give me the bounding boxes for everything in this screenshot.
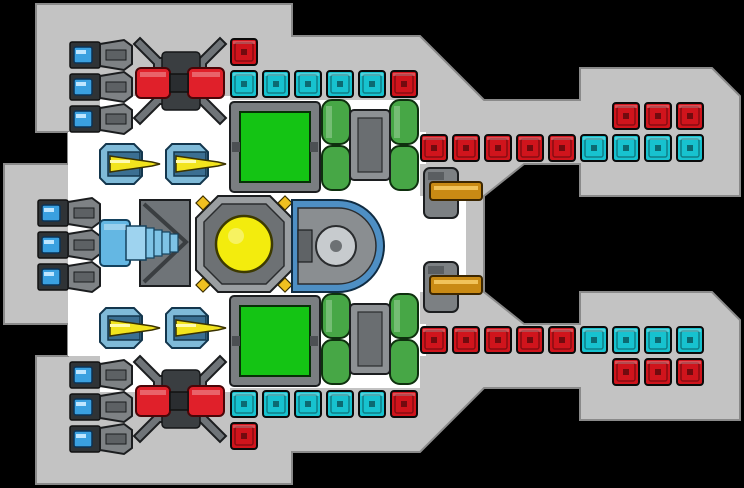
shield-generator[interactable] (291, 199, 385, 293)
red-armor-block[interactable] (644, 102, 672, 130)
red-armor-block[interactable] (230, 422, 258, 450)
red-armor-block[interactable] (484, 134, 512, 162)
fuel-tank[interactable] (321, 99, 419, 191)
red-armor-block[interactable] (676, 358, 704, 386)
cyan-armor-block-group (230, 70, 704, 418)
cyan-armor-block[interactable] (358, 70, 386, 98)
cyan-armor-block[interactable] (580, 326, 608, 354)
engine-group (132, 36, 228, 444)
reactor-core[interactable] (195, 195, 293, 293)
red-armor-block[interactable] (390, 390, 418, 418)
red-armor-block[interactable] (420, 326, 448, 354)
red-armor-block[interactable] (548, 326, 576, 354)
cyan-armor-block[interactable] (230, 70, 258, 98)
red-armor-block[interactable] (516, 134, 544, 162)
turret-icon[interactable] (423, 261, 483, 313)
laser-icon[interactable] (165, 307, 227, 349)
red-armor-block[interactable] (420, 134, 448, 162)
red-armor-block[interactable] (452, 134, 480, 162)
red-armor-block[interactable] (644, 358, 672, 386)
thruster-icon[interactable] (69, 102, 133, 136)
thruster-icon[interactable] (37, 228, 101, 262)
red-armor-block[interactable] (452, 326, 480, 354)
laser-icon[interactable] (99, 307, 161, 349)
thruster-icon[interactable] (37, 260, 101, 294)
cyan-armor-block[interactable] (676, 134, 704, 162)
cyan-armor-block[interactable] (326, 70, 354, 98)
fuel-tank-group (321, 99, 419, 385)
thruster-icon[interactable] (69, 390, 133, 424)
cyan-armor-block[interactable] (580, 134, 608, 162)
red-armor-block-group (230, 38, 704, 450)
cockpit-screen-group (229, 101, 321, 387)
cyan-armor-block[interactable] (612, 326, 640, 354)
plasma-cannon[interactable] (99, 199, 191, 287)
engine-icon[interactable] (132, 36, 228, 126)
red-armor-block[interactable] (676, 102, 704, 130)
red-armor-block[interactable] (390, 70, 418, 98)
fuel-tank[interactable] (321, 293, 419, 385)
thruster-group (37, 38, 133, 456)
red-armor-block[interactable] (612, 358, 640, 386)
red-armor-block[interactable] (484, 326, 512, 354)
turret-icon[interactable] (423, 167, 483, 219)
thruster-icon[interactable] (69, 38, 133, 72)
cockpit-screen[interactable] (229, 101, 321, 193)
red-armor-block[interactable] (516, 326, 544, 354)
cyan-armor-block[interactable] (294, 390, 322, 418)
engine-icon[interactable] (132, 354, 228, 444)
thruster-icon[interactable] (37, 196, 101, 230)
cyan-armor-block[interactable] (676, 326, 704, 354)
cyan-armor-block[interactable] (262, 70, 290, 98)
thruster-icon[interactable] (69, 358, 133, 392)
laser-icon[interactable] (165, 143, 227, 185)
cyan-armor-block[interactable] (644, 134, 672, 162)
cyan-armor-block[interactable] (612, 134, 640, 162)
cyan-armor-block[interactable] (358, 390, 386, 418)
cockpit-screen[interactable] (229, 295, 321, 387)
red-armor-block[interactable] (612, 102, 640, 130)
laser-group (99, 143, 227, 349)
red-armor-block[interactable] (230, 38, 258, 66)
cyan-armor-block[interactable] (262, 390, 290, 418)
laser-icon[interactable] (99, 143, 161, 185)
red-armor-block[interactable] (548, 134, 576, 162)
thruster-icon[interactable] (69, 70, 133, 104)
turret-group (423, 167, 483, 313)
cyan-armor-block[interactable] (294, 70, 322, 98)
cyan-armor-block[interactable] (326, 390, 354, 418)
cyan-armor-block[interactable] (644, 326, 672, 354)
cyan-armor-block[interactable] (230, 390, 258, 418)
thruster-icon[interactable] (69, 422, 133, 456)
